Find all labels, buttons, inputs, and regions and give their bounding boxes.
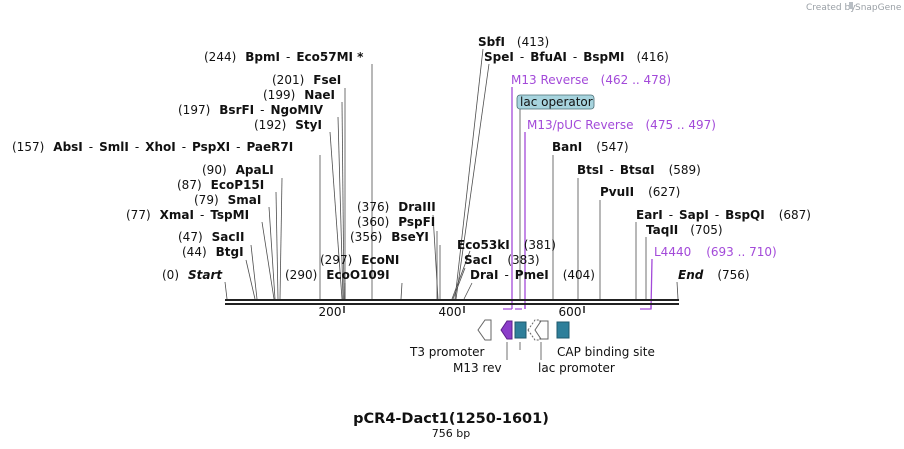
feature-t3-promoter[interactable]: T3 promoter	[409, 345, 485, 359]
map-title: pCR4-Dact1(1250-1601)	[353, 411, 549, 427]
site-label-btgi[interactable]: (44)BtgI	[182, 245, 244, 259]
map-length: 756 bp	[432, 427, 470, 440]
site-label-pspfi[interactable]: (360)PspFI	[357, 215, 435, 229]
site-label-btsi[interactable]: BtsI-BtsαI(589)	[577, 163, 701, 177]
cap-binding-site-box-icon[interactable]	[556, 321, 570, 339]
site-label-bani[interactable]: BanI(547)	[552, 140, 629, 154]
snapgene-credit: Created by SnapGene	[806, 2, 902, 13]
site-label-drai[interactable]: DraI-PmeI(404)	[470, 268, 595, 282]
t3-promoter-arrow-icon[interactable]	[477, 319, 492, 341]
site-label-absi[interactable]: (157)AbsI-SmlI-XhoI-PspXI-PaeR7I	[12, 140, 293, 154]
site-label-apali[interactable]: (90)ApaLI	[202, 163, 274, 177]
site-label-bsrfi[interactable]: (197)BsrFI-NgoMIV	[178, 103, 324, 117]
lac-operator-text: lac operator	[520, 95, 593, 109]
site-label-eco53ki[interactable]: Eco53kI(381)	[457, 238, 556, 252]
lac-operator-box-icon[interactable]	[514, 321, 527, 339]
site-label-styi[interactable]: (192)StyI	[254, 118, 322, 132]
axis-tick-600: 600	[559, 305, 582, 319]
feature-track	[477, 319, 570, 341]
site-label-fsei[interactable]: (201)FseI	[272, 73, 341, 87]
site-leader-lines	[224, 48, 679, 300]
credit-brand: SnapGene	[855, 3, 902, 13]
primer-m13-puc-reverse[interactable]: M13/pUC Reverse(475 .. 497)	[527, 118, 716, 132]
axis-tick-200: 200	[319, 305, 342, 319]
site-label-ecoo109i[interactable]: (290)EcoO109I	[285, 268, 390, 282]
site-label-start[interactable]: (0)Start	[162, 268, 223, 282]
site-label-end[interactable]: End(756)	[678, 268, 750, 282]
lac-promoter-arrow-icon[interactable]	[534, 320, 549, 340]
site-label-bpmi[interactable]: (244)BpmI-Eco57MI *	[204, 50, 364, 64]
site-label-econi[interactable]: (297)EcoNI	[320, 253, 399, 267]
site-label-sbfi[interactable]: SbfI(413)	[478, 35, 549, 49]
lac-promoter-arrow-outer-icon[interactable]	[527, 319, 541, 341]
site-label-spei[interactable]: SpeI-BfuAI-BspMI(416)	[484, 50, 669, 64]
site-label-pvuii[interactable]: PvuII(627)	[600, 185, 680, 199]
primer-l4440[interactable]: L4440(693 .. 710)	[654, 245, 777, 259]
site-label-naei[interactable]: (199)NaeI	[263, 88, 335, 102]
site-label-eari[interactable]: EarI-SapI-BspQI(687)	[636, 208, 811, 222]
feature-lac-promoter[interactable]: lac promoter	[538, 361, 615, 375]
site-label-sacii[interactable]: (47)SacII	[178, 230, 244, 244]
site-label-smai[interactable]: (79)SmaI	[194, 193, 261, 207]
feature-leader-lines	[506, 109, 542, 360]
site-label-xmai[interactable]: (77)XmaI-TspMI	[126, 208, 249, 222]
lac-operator-label[interactable]: lac operator	[516, 94, 595, 110]
m13-rev-arrow-icon[interactable]	[500, 320, 513, 340]
site-label-saci[interactable]: SacI(383)	[464, 253, 540, 267]
feature-m13-rev[interactable]: M13 rev	[453, 361, 502, 375]
sequence-backbone	[225, 299, 679, 313]
axis-tick-400: 400	[439, 305, 462, 319]
credit-prefix: Created by	[806, 3, 856, 13]
feature-cap-binding-site[interactable]: CAP binding site	[557, 345, 655, 359]
snapgene-logo-icon	[849, 2, 853, 9]
site-label-ecop15i[interactable]: (87)EcoP15I	[177, 178, 264, 192]
site-label-draiii[interactable]: (376)DraIII	[357, 200, 436, 214]
site-labels: (244)BpmI-Eco57MI * (201)FseI (199)NaeI …	[12, 35, 811, 282]
site-label-bseyi[interactable]: (356)BseYI	[350, 230, 429, 244]
primer-m13-reverse[interactable]: M13 Reverse(462 .. 478)	[511, 73, 671, 87]
site-label-taqii[interactable]: TaqII(705)	[646, 223, 723, 237]
